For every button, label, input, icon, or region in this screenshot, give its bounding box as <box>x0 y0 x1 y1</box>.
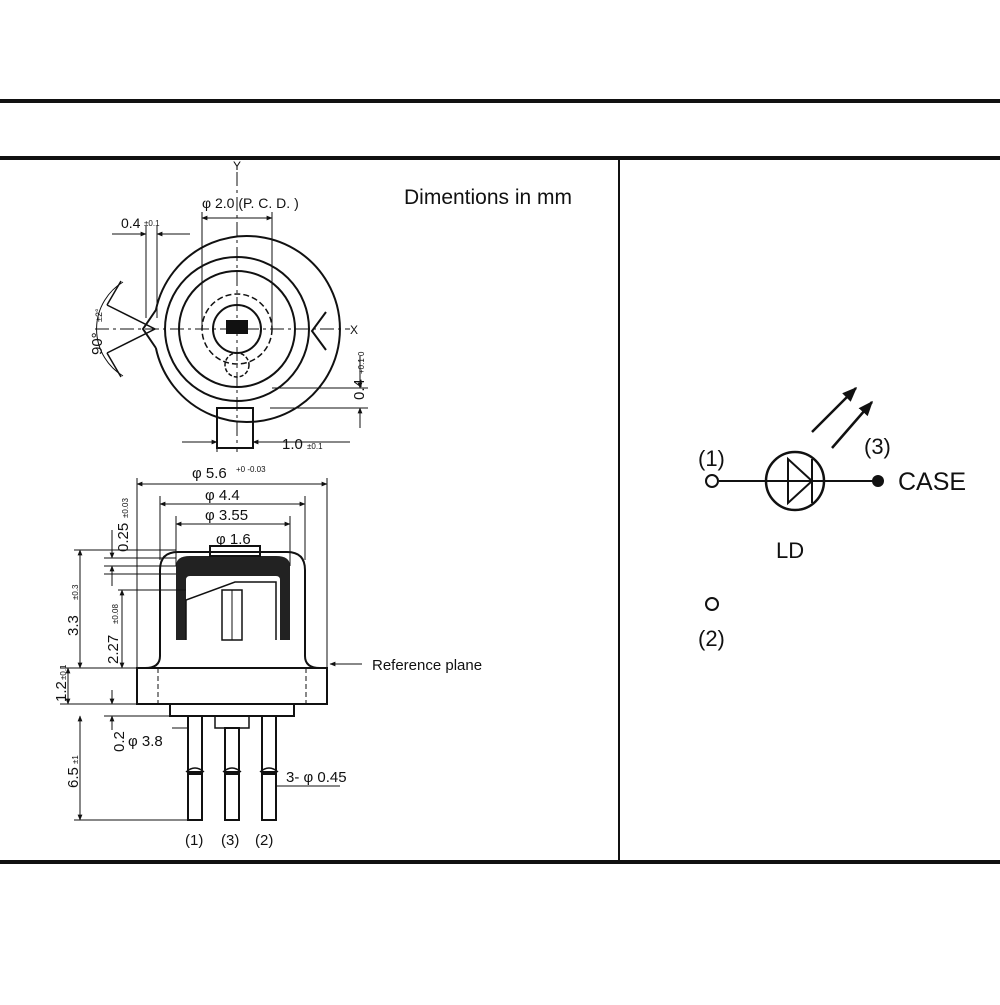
dim-0.25-value: 0.25 <box>115 523 132 552</box>
right-key-notch <box>310 311 327 351</box>
laser-chip <box>226 320 248 334</box>
schematic-pin-1: (1) <box>698 446 725 471</box>
dim-3.3-value: 3.3 <box>65 615 82 636</box>
units-note: Dimentions in mm <box>404 186 572 209</box>
cap-inner-circle <box>178 270 296 388</box>
key-depth-value: 0.4 <box>351 379 368 400</box>
lead-pin-1 <box>185 715 205 821</box>
flange-outline <box>154 235 341 423</box>
y-axis-label: Y <box>233 159 241 173</box>
inner-dia-value: φ 3.55 <box>205 507 248 524</box>
stem-bottom <box>169 703 295 717</box>
pin-1-terminal <box>705 474 719 488</box>
flange-dia-tol: +0 -0.03 <box>236 465 266 474</box>
x-axis-label: X <box>350 323 358 337</box>
cap-outer-circle <box>164 256 310 402</box>
cap-dia-value: φ 4.4 <box>205 487 240 504</box>
tab-length-tol: ±0.1 <box>307 442 323 451</box>
emission-arrow-1 <box>811 386 858 433</box>
side-view: (1) (3) (2) φ 5.6 +0 -0.03 φ 4.4 φ 3.55 … <box>53 465 482 849</box>
pin-label-2: (2) <box>255 832 273 849</box>
emission-arrow-2 <box>831 400 873 449</box>
dim-0.2-value: 0.2 <box>111 731 128 752</box>
lead-pin-3 <box>222 727 242 821</box>
dim-1.2-value: 1.2 <box>53 681 70 702</box>
dim-6.5-value: 6.5 <box>65 767 82 788</box>
case-label: CASE <box>898 468 966 496</box>
schematic: (1) (3) (2) CASE LD <box>698 386 966 651</box>
window-dia-value: φ 1.6 <box>216 531 251 548</box>
left-key-notch <box>141 309 157 349</box>
dim-6.5-tol: ±1 <box>71 755 80 764</box>
pcd-label: φ 2.0 (P. C. D. ) <box>202 195 299 211</box>
pin-3-hidden <box>224 352 250 378</box>
cap-wall-shading <box>176 574 290 640</box>
tab-length-value: 1.0 <box>282 436 303 453</box>
ld-label: LD <box>776 538 804 563</box>
schematic-pin-3: (3) <box>864 434 891 459</box>
flange-dia-value: φ 5.6 <box>192 465 227 482</box>
bottom-tab <box>216 407 254 449</box>
key-width-value: 0.4 <box>121 215 141 231</box>
key-width-tol: ±0.1 <box>144 219 160 228</box>
dim-1.2-tol: ±0.1 <box>59 664 68 680</box>
schematic-pin-2: (2) <box>698 626 725 651</box>
angle-value: 90° <box>89 332 106 355</box>
dim-3.8-value: φ 3.8 <box>128 733 163 750</box>
frame <box>0 99 1000 864</box>
dim-0.25-tol: ±0.03 <box>121 497 130 518</box>
key-depth-tol: +0.1 0 <box>357 351 366 374</box>
stem-boss <box>214 715 250 729</box>
top-view: X Y φ 2.0 (P. C. D. ) 0.4 ±0.1 90° ±2° <box>89 159 368 453</box>
dim-2.27-tol: ±0.08 <box>111 603 120 624</box>
flange-body <box>136 667 328 705</box>
dim-3.3-tol: ±0.3 <box>71 584 80 600</box>
pin-3-terminal <box>872 475 884 487</box>
reference-plane-label: Reference plane <box>372 657 482 674</box>
angle-ticks <box>106 280 122 378</box>
dim-2.27-value: 2.27 <box>105 635 122 664</box>
pin-2-terminal <box>705 597 719 611</box>
lead-dia-value: 3- φ 0.45 <box>286 769 347 786</box>
angle-tol: ±2° <box>94 308 104 322</box>
angle-lines <box>106 304 157 354</box>
diode-symbol <box>766 456 824 506</box>
pin-label-1: (1) <box>185 832 203 849</box>
pin-label-3: (3) <box>221 832 239 849</box>
stem-heat-sink <box>185 581 277 640</box>
window <box>209 545 261 557</box>
angle-arc <box>96 281 124 377</box>
lead-pin-2 <box>259 715 279 821</box>
cap-top-shading <box>176 556 290 574</box>
